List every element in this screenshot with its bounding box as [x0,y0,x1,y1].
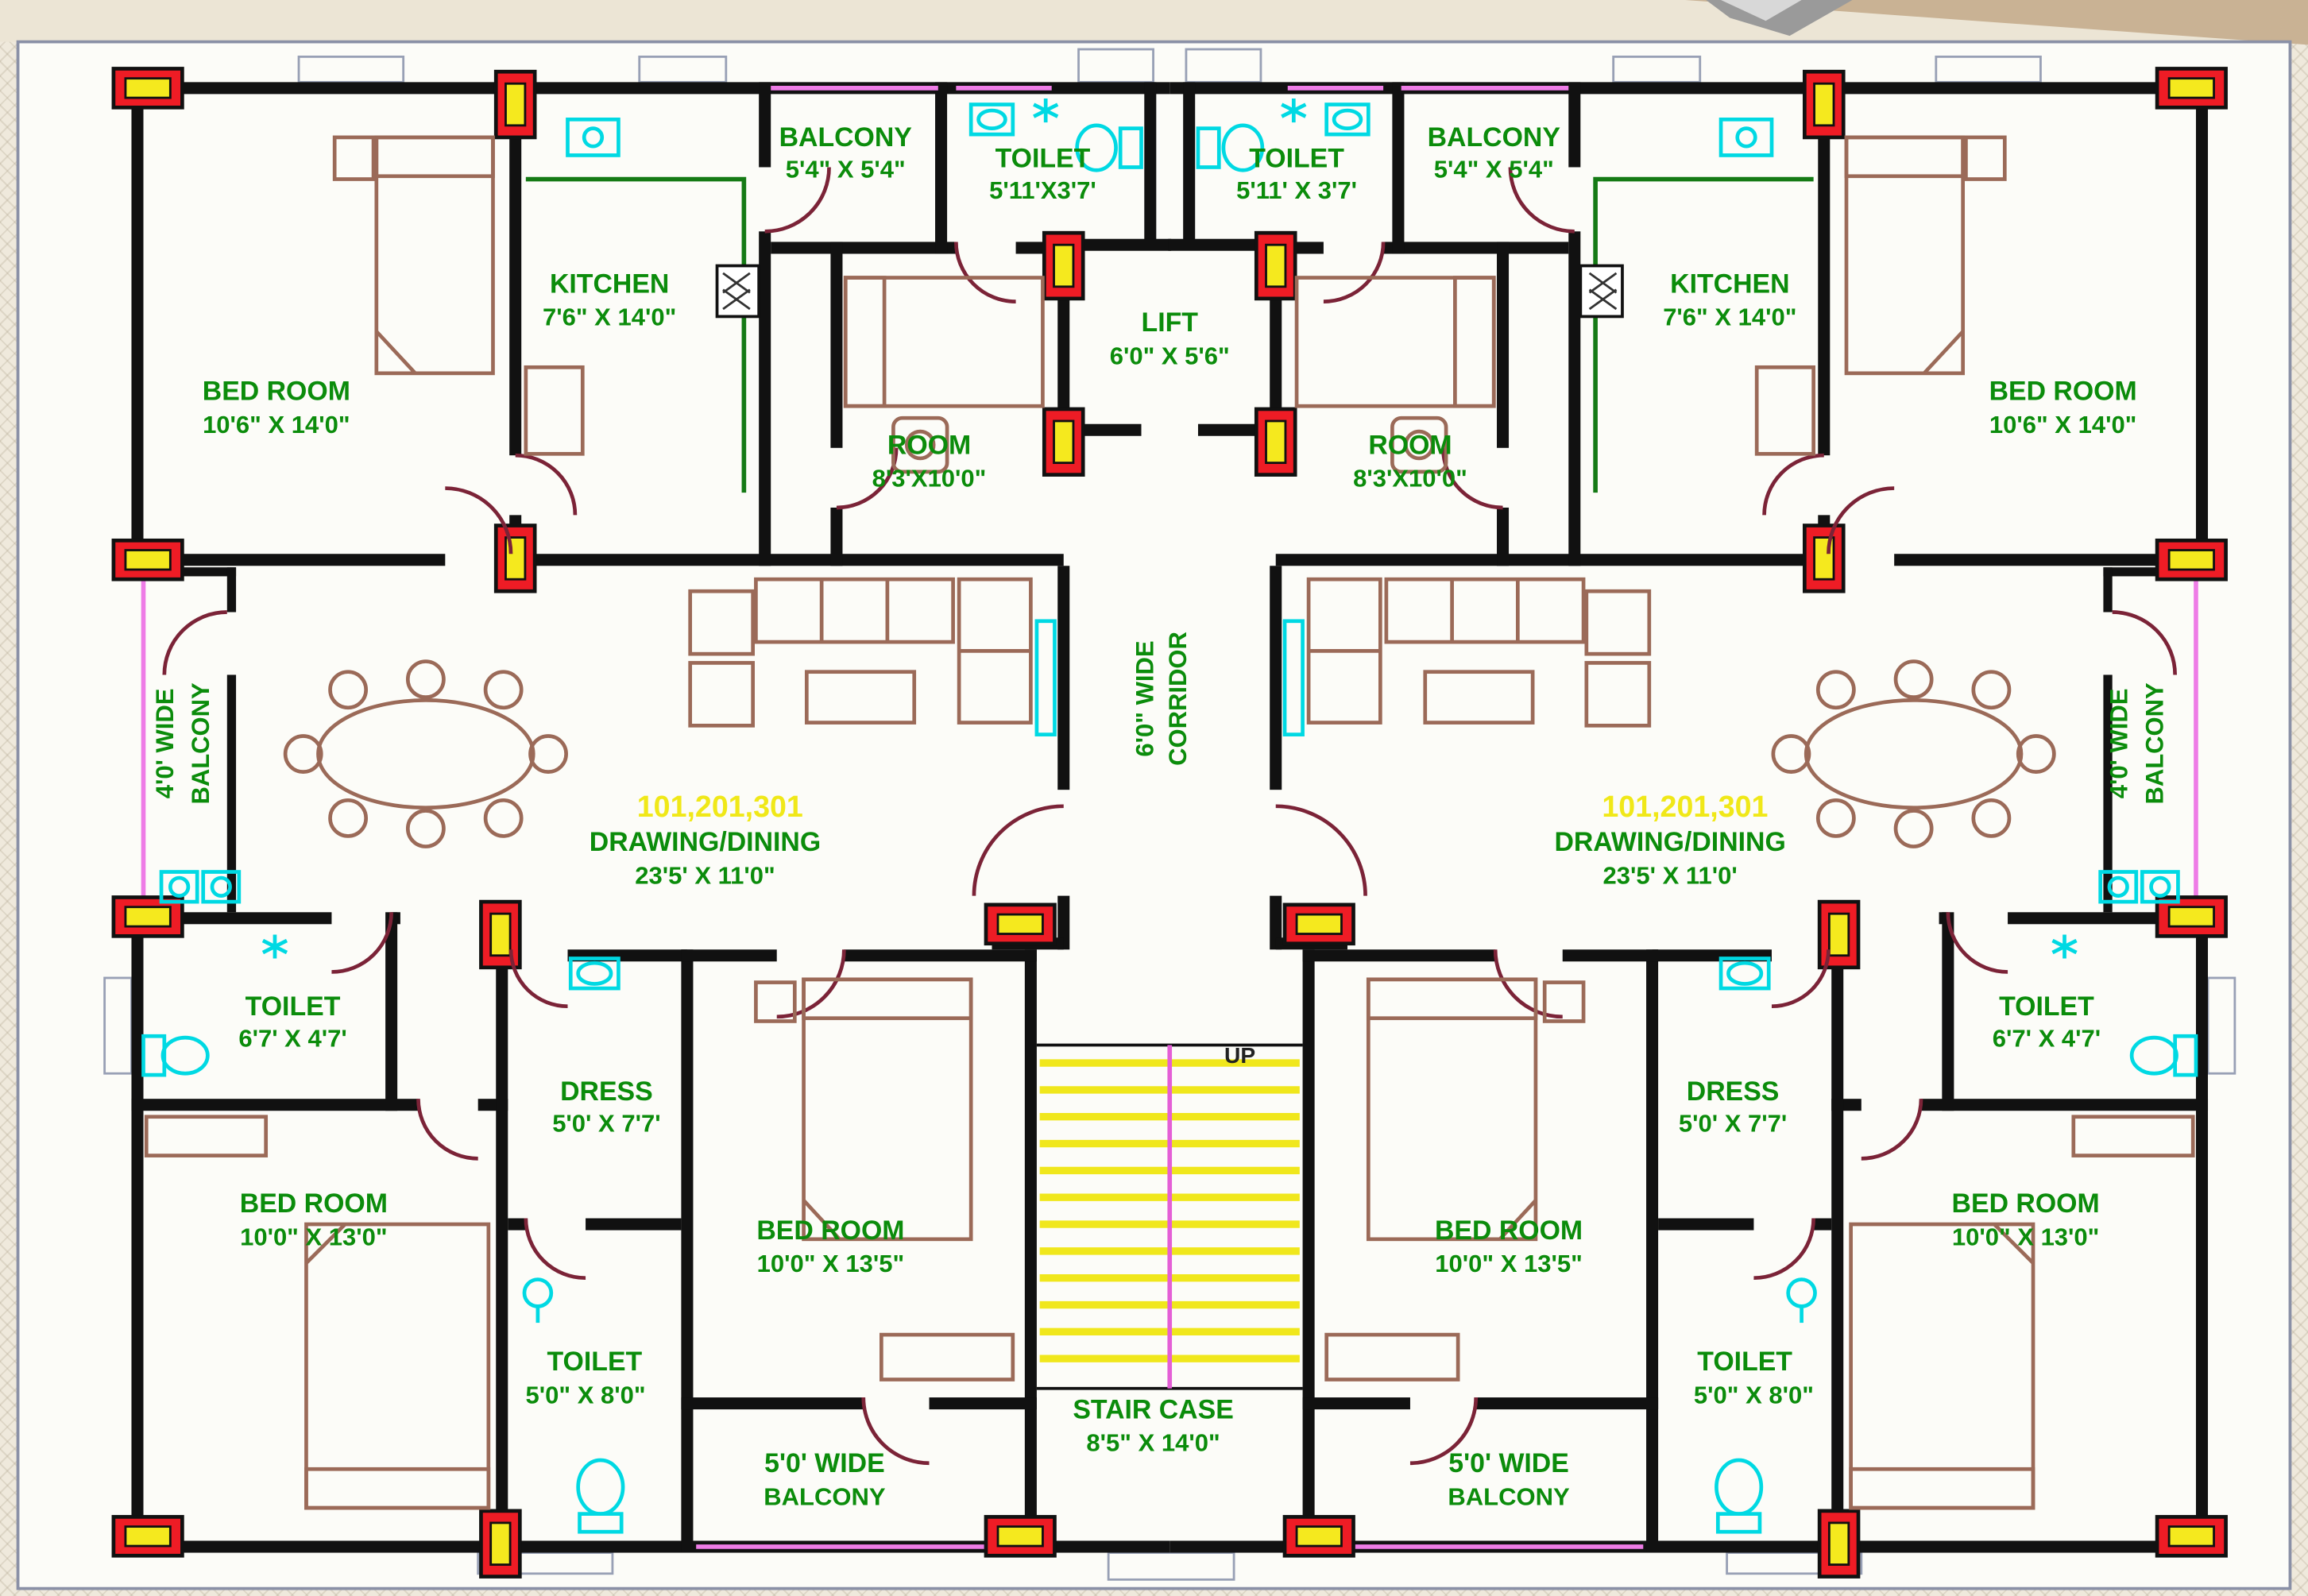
kitchen-counter [525,176,747,493]
label-balcony-top-right: BALCONY [1428,122,1561,153]
label-bedroom-mid-left-size: 10'0" X 13'5" [757,1250,905,1277]
label-toilet-mid-left-size: 6'7' X 4'7' [238,1024,346,1052]
furniture [144,135,1045,1510]
label-staircase-size: 8'5" X 14'0" [1086,1429,1220,1457]
label-room-left: ROOM [887,430,971,460]
label-bedroom-bottom-left: BED ROOM [240,1188,388,1219]
label-bedroom-top-right-size: 10'6" X 14'0" [1989,411,2137,439]
label-balcony-top-left-size: 5'4" X 5'4" [786,156,906,184]
label-room-right: ROOM [1368,430,1452,460]
label-kitchen-right-size: 7'6" X 14'0" [1663,303,1796,331]
label-dress-right: DRESS [1687,1076,1780,1107]
label-bedroom-bottom-right: BED ROOM [1952,1188,2100,1219]
label-drawing-dining-right-size: 23'5' X 11'0' [1603,862,1738,890]
label-balcony-bottom-right: BALCONY [1448,1482,1570,1510]
plumbing-fixtures [141,99,1143,1534]
label-balcony-bottom-right-width: 5'0' WIDE [1448,1448,1568,1478]
label-bedroom-mid-right: BED ROOM [1435,1215,1583,1246]
label-bedroom-mid-left: BED ROOM [756,1215,904,1246]
label-dress-right-size: 5'0' X 7'7' [1679,1110,1787,1138]
balcony-edges [141,86,1052,1549]
staircase [1036,1043,1303,1390]
label-toilet-top-right-size: 5'11' X 3'7' [1236,176,1357,204]
label-kitchen-left: KITCHEN [550,269,669,299]
label-corridor: CORRIDOR [1164,632,1192,766]
label-balcony-side-right: BALCONY [2141,682,2169,805]
label-drawing-dining-left: DRAWING/DINING [590,827,821,857]
label-lift-size: 6'0" X 5'6" [1110,342,1230,370]
label-toilet-bottom-left-size: 5'0" X 8'0" [526,1382,646,1409]
corner-decoration-highlight [1721,0,1802,21]
label-toilet-top-left: TOILET [995,143,1091,173]
label-room-left-size: 8'3'X10'0" [872,465,987,493]
label-bedroom-mid-right-size: 10'0" X 13'5" [1435,1250,1583,1277]
label-toilet-top-left-size: 5'11'X3'7' [989,176,1096,204]
label-drawing-dining-right: DRAWING/DINING [1554,827,1785,857]
label-toilet-bottom-right-size: 5'0" X 8'0" [1694,1382,1814,1409]
label-bedroom-bottom-right-size: 10'0" X 13'0" [1952,1223,2100,1250]
unit-geometry [114,68,1172,1576]
label-balcony-side-left-width: 4'0' WIDE [151,689,179,799]
label-balcony-top-left: BALCONY [779,122,913,153]
walls [131,82,1172,1553]
label-bedroom-top-right: BED ROOM [1989,377,2137,407]
label-balcony-top-right-size: 5'4" X 5'4" [1434,156,1554,184]
label-kitchen-right: KITCHEN [1670,269,1789,299]
corner-decoration-tan [1684,0,2308,45]
projection-outlines [103,48,2236,1581]
label-drawing-dining-left-size: 23'5' X 11'0" [635,862,775,890]
label-bedroom-top-left: BED ROOM [203,377,350,407]
label-balcony-bottom-left-width: 5'0' WIDE [764,1448,884,1478]
label-toilet-bottom-left: TOILET [547,1347,643,1377]
label-room-right-size: 8'3'X10'0" [1353,465,1467,493]
label-lift: LIFT [1142,307,1199,338]
label-dress-left: DRESS [560,1076,653,1107]
label-toilet-mid-right: TOILET [1999,991,2094,1022]
room-labels: BED ROOM 10'6" X 14'0" KITCHEN 7'6" X 14… [151,122,2169,1510]
label-balcony-side-right-width: 4'0' WIDE [2105,689,2132,799]
label-up: UP [1224,1042,1255,1068]
label-toilet-bottom-right: TOILET [1697,1347,1792,1377]
label-balcony-bottom-left: BALCONY [764,1482,886,1510]
door-swings [162,167,1064,1466]
label-unit-numbers-right: 101,201,301 [1602,790,1768,823]
label-dress-left-size: 5'0' X 7'7' [552,1110,660,1138]
label-toilet-mid-left: TOILET [245,991,341,1022]
label-bedroom-bottom-left-size: 10'0" X 13'0" [240,1223,388,1250]
label-bedroom-top-left-size: 10'6" X 14'0" [203,411,350,439]
label-unit-numbers-left: 101,201,301 [637,790,803,823]
label-balcony-side-left: BALCONY [187,682,215,805]
label-staircase: STAIR CASE [1073,1394,1233,1424]
label-kitchen-left-size: 7'6" X 14'0" [543,303,676,331]
label-toilet-mid-right-size: 6'7' X 4'7' [1993,1024,2101,1052]
label-toilet-top-right: TOILET [1249,143,1344,173]
stove-icon [715,264,761,319]
label-corridor-width: 6'0" WIDE [1131,640,1159,756]
